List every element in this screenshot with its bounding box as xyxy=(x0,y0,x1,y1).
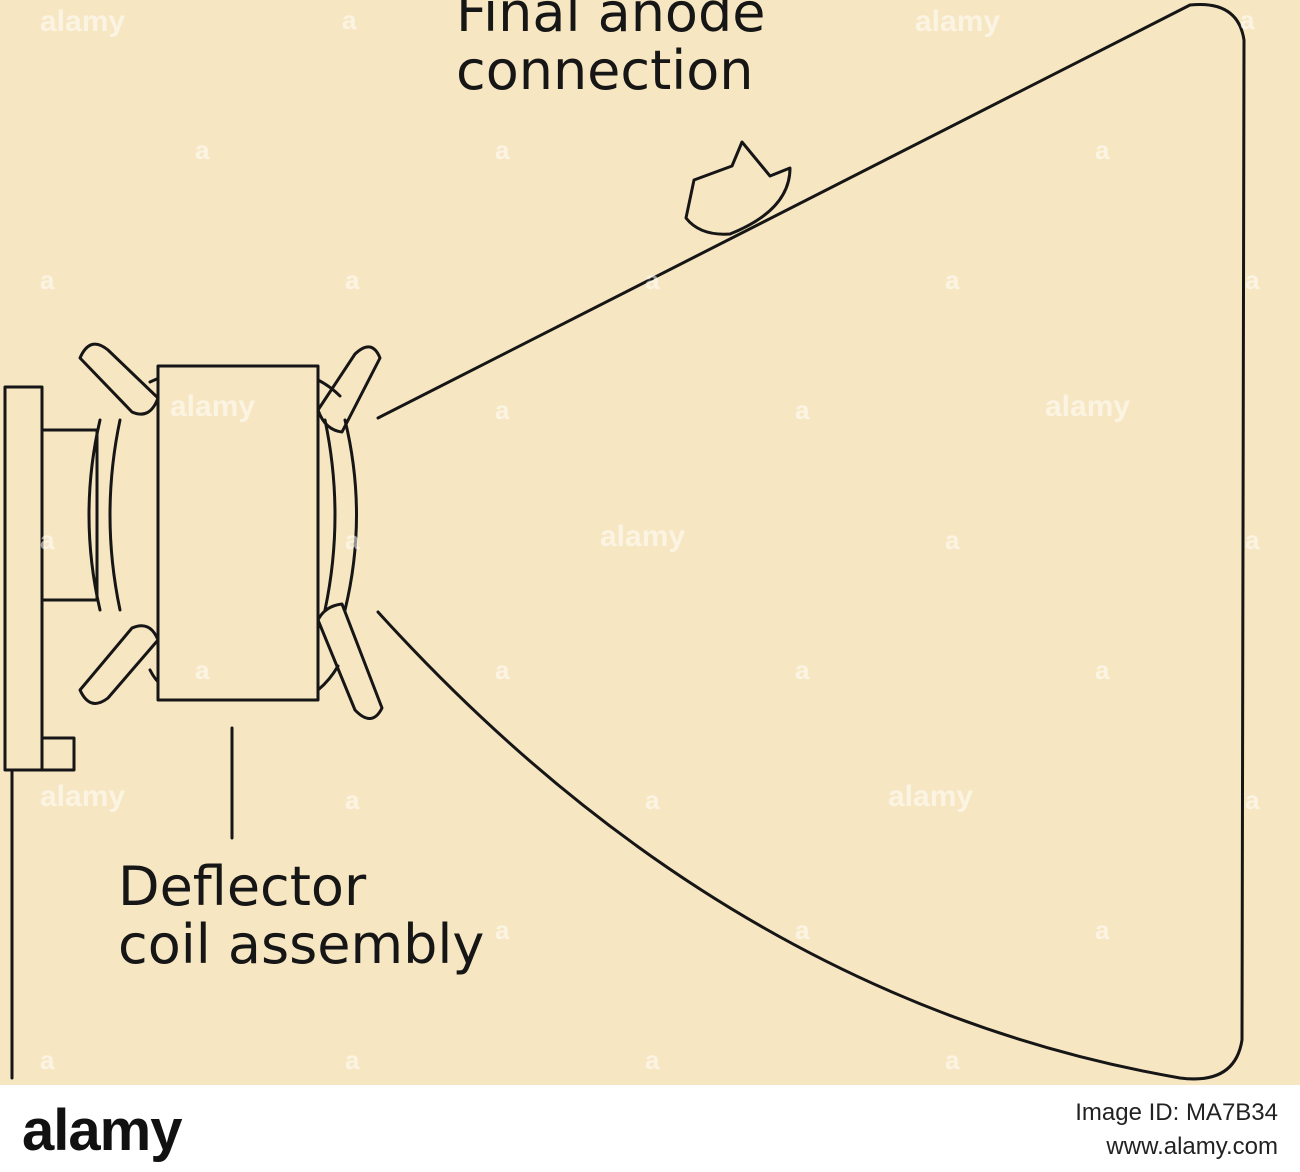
coil-top-right xyxy=(316,345,382,434)
watermark: alamy xyxy=(40,780,126,813)
coil-bottom-arc-right xyxy=(316,664,340,692)
final-anode-label-line2: connection xyxy=(456,39,754,102)
crt-tube-outline xyxy=(376,2,1246,1081)
watermark: alamy xyxy=(40,5,126,38)
watermark-letter: a xyxy=(645,1045,660,1075)
anode-connector xyxy=(684,140,792,236)
watermark-letter: a xyxy=(40,1045,55,1075)
image-id-text: Image ID: MA7B34 xyxy=(1075,1099,1278,1126)
watermark-letter: a xyxy=(1245,265,1260,295)
watermark-letter: a xyxy=(945,1045,960,1075)
crt-diagram xyxy=(3,2,1246,1081)
watermark-letter: a xyxy=(1095,135,1110,165)
watermark: alamy xyxy=(600,520,686,553)
watermark-letter: a xyxy=(195,135,210,165)
watermark-letter: a xyxy=(40,525,55,555)
coil-arc-right-inner xyxy=(323,418,337,612)
watermark-letter: a xyxy=(345,265,360,295)
tube-neck xyxy=(40,428,99,602)
coil-top-arc-right xyxy=(316,378,342,398)
footer-bar: alamy Image ID: MA7B34 www.alamy.com xyxy=(0,1085,1300,1172)
watermark-letter: a xyxy=(195,655,210,685)
coil-bottom-left xyxy=(78,624,160,705)
watermark-letter: a xyxy=(495,395,510,425)
watermark-letter: a xyxy=(345,785,360,815)
watermark-letter: a xyxy=(495,915,510,945)
final-anode-label-line1: Final anode xyxy=(456,0,766,44)
watermark-letter: a xyxy=(495,135,510,165)
watermark-letter: a xyxy=(945,265,960,295)
watermark-letter: a xyxy=(795,395,810,425)
coil-arc-left-inner xyxy=(108,418,122,612)
site-url-text: www.alamy.com xyxy=(1106,1133,1278,1160)
coil-top-left xyxy=(78,342,160,416)
watermark-letter: a xyxy=(645,785,660,815)
watermark: alamy xyxy=(915,5,1001,38)
watermark-letter: a xyxy=(345,1045,360,1075)
watermark-letter: a xyxy=(645,265,660,295)
deflector-yoke xyxy=(156,364,320,702)
watermark: alamy xyxy=(170,390,256,423)
alamy-logo: alamy xyxy=(22,1098,182,1163)
watermark-letter: a xyxy=(1095,915,1110,945)
watermark-letter: a xyxy=(1240,5,1255,35)
watermark-letter: a xyxy=(40,265,55,295)
watermark-letter: a xyxy=(795,655,810,685)
watermark-letter: a xyxy=(795,915,810,945)
final-anode-label: Final anode connection xyxy=(456,0,765,100)
watermark-letter: a xyxy=(345,525,360,555)
watermark-letter: a xyxy=(342,5,357,35)
watermark-letter: a xyxy=(945,525,960,555)
deflector-label: Deflector coil assembly xyxy=(118,858,484,974)
coil-bottom-right xyxy=(316,602,384,720)
watermark-letter: a xyxy=(1095,655,1110,685)
watermark-letter: a xyxy=(1245,785,1260,815)
base-pin xyxy=(40,736,76,772)
deflector-label-line2: coil assembly xyxy=(118,913,485,976)
coil-arc-left-outer xyxy=(87,418,102,612)
deflector-label-line1: Deflector xyxy=(118,855,367,918)
coil-arc-right-outer xyxy=(343,418,358,612)
watermark-letter: a xyxy=(1245,525,1260,555)
watermark-letter: a xyxy=(495,655,510,685)
watermark: alamy xyxy=(888,780,974,813)
watermark: alamy xyxy=(1045,390,1131,423)
base-plate xyxy=(3,385,44,772)
